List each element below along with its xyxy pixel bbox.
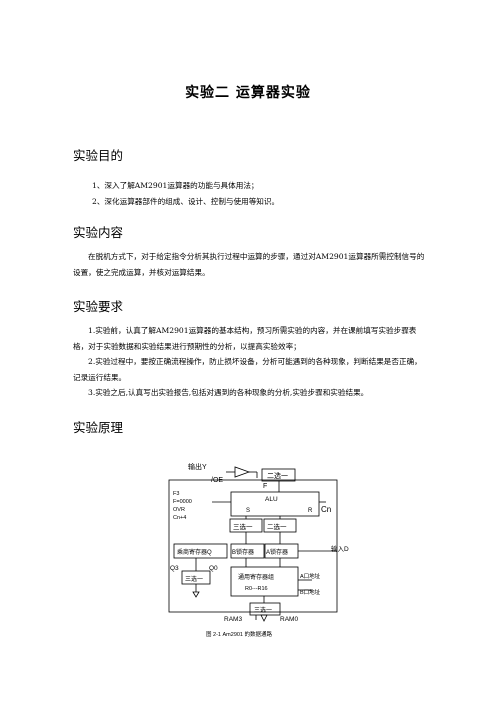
alu-r-label: R (308, 508, 313, 514)
requirement-item-3: 3.实验之后,认真写出实验报告,包括对遇到的各种现象的分析,实验步骤和实验结果。 (88, 388, 369, 397)
requirement-item-2: 2.实验过程中，要按正确流程操作，防止损坏设备，分析可能遇到的各种现象，判断结果… (73, 357, 422, 382)
register-range-label: R0---R16 (245, 586, 268, 592)
flag-zero: F=0000 (173, 499, 192, 505)
register-file-box (230, 566, 299, 597)
mux-top-label: 二选一 (267, 471, 288, 480)
q-register-box (173, 543, 228, 559)
heading-requirements: 实验要求 (73, 299, 124, 314)
label-q0: Q0 (209, 565, 218, 572)
label-cn: Cn (321, 505, 331, 514)
content-paragraph: 在脱机方式下，对于给定指令分析其执行过程中运算的步骤，通过对AM2901运算器所… (73, 252, 425, 277)
label-a-address: A口地址 (300, 572, 321, 580)
heading-purpose: 实验目的 (73, 148, 124, 163)
purpose-item-2: 2、深化运算器部件的组成、设计、控制与使用等知识。 (92, 197, 280, 206)
figure-caption: 图 2-1 Am2901 的数据通路 (206, 630, 273, 638)
output-buffer (234, 466, 251, 478)
label-input-d: 输入D (331, 544, 349, 553)
alu-label: ALU (265, 496, 278, 503)
label-b-address: B口地址 (300, 588, 321, 596)
flag-ovr: OVR (173, 507, 185, 513)
flag-f3: F3 (173, 491, 179, 497)
alu-s-label: S (246, 508, 250, 514)
purpose-item-1: 1、深入了解AM2901运算器的功能与具体用法； (92, 181, 259, 190)
heading-principle: 实验原理 (73, 420, 124, 435)
b-latch-label: B锁存器 (232, 548, 254, 556)
a-latch-label: A锁存器 (266, 548, 288, 556)
label-q3: Q3 (170, 565, 179, 572)
flag-cn4: Cn+4 (173, 515, 186, 521)
mux-q-label: 三选一 (185, 575, 203, 583)
datapath-frame (168, 479, 338, 613)
label-output-y: 输出Y (188, 462, 207, 471)
label-ram0: RAM0 (280, 616, 298, 623)
label-oe: /OE (211, 477, 223, 484)
heading-content: 实验内容 (73, 225, 124, 240)
mux-right-label: 二选一 (267, 522, 287, 531)
mux-top-box (261, 468, 296, 482)
register-file-label: 通用寄存器组 (238, 573, 274, 581)
label-ram3: RAM3 (224, 616, 242, 623)
mux-left-label: 三选一 (233, 522, 253, 531)
label-f: F (263, 483, 267, 490)
alu-box (230, 491, 320, 517)
q-register-label: 乘商寄存器Q (177, 548, 212, 556)
b-latch-box (230, 543, 265, 559)
page-title: 实验二 运算器实验 (185, 85, 311, 101)
requirement-item-1: 1.实验前，认真了解AM2901运算器的基本结构，预习所需实验的内容，并在课前填… (73, 326, 417, 351)
mux-bottom-label: 三选一 (254, 606, 272, 614)
